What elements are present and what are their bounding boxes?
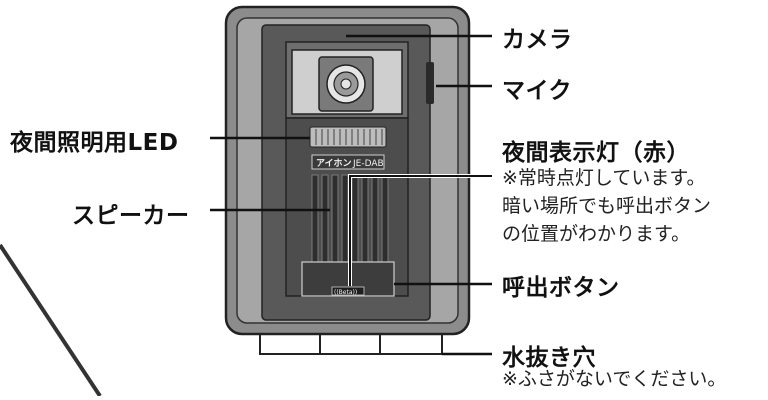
microphone-label: マイク xyxy=(502,78,573,104)
microphone-slot xyxy=(426,62,434,104)
speaker-label: スピーカー xyxy=(72,203,190,229)
night-indicator-note-2: 暗い場所でも呼出ボタン xyxy=(502,195,712,217)
call-button-mark-plate xyxy=(331,286,365,296)
night-indicator-label: 夜間表示灯（赤） xyxy=(502,140,690,166)
night-indicator-note-3: の位置がわかります。 xyxy=(502,223,691,245)
leader-lines xyxy=(210,34,492,356)
call-button-label: 呼出ボタン xyxy=(502,275,620,301)
night-light-label: 夜間照明用LED xyxy=(10,130,179,156)
cable-line xyxy=(0,243,102,398)
brand-plate xyxy=(311,154,385,170)
camera-label: カメラ xyxy=(502,27,573,53)
led-strip-grill xyxy=(315,129,383,145)
brand-label: アイホン xyxy=(316,158,352,169)
drain-hole-bracket xyxy=(259,332,443,355)
drain-holes-note: ※ふさがないでください。 xyxy=(502,368,727,390)
call-button-mark: ((Beta)) xyxy=(334,289,357,296)
night-indicator-note-1: ※常時点灯しています。 xyxy=(502,167,706,189)
drain-holes-label: 水抜き穴 xyxy=(502,345,596,371)
indicator-leader xyxy=(349,175,492,286)
camera-lens-core xyxy=(340,78,352,90)
model-label: JE-DAB xyxy=(352,159,384,169)
